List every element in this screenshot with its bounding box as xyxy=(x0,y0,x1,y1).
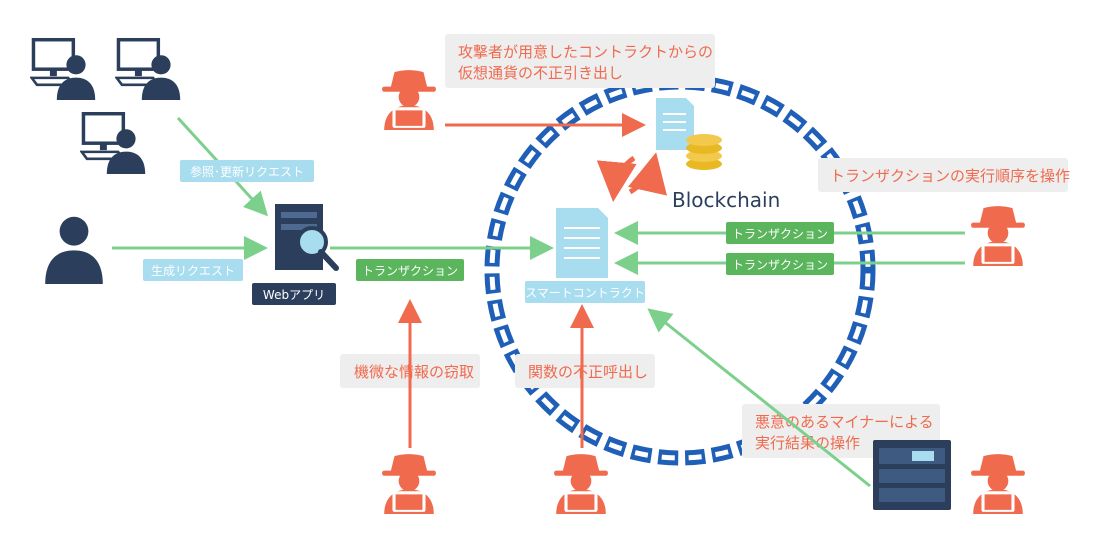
transaction-main-label-bg xyxy=(356,259,464,281)
ref-update-label: 参照･更新リクエスト xyxy=(190,164,304,179)
transaction-right-label-1-bg xyxy=(726,222,834,244)
smart-contract-label-bg xyxy=(525,281,645,303)
miner-arrow xyxy=(647,308,871,488)
miner-server-icon xyxy=(873,440,951,510)
web-app-label-bg xyxy=(252,283,336,305)
web-app-label: Webアプリ xyxy=(263,288,325,302)
create-request-label: 生成リクエスト xyxy=(151,264,235,278)
smart-contract-doc-icon xyxy=(556,208,608,278)
create-request-label-bg xyxy=(143,259,243,281)
callout-reorder: トランザクションの実行順序を操作 xyxy=(830,167,1070,185)
ref-update-label-bg xyxy=(180,160,314,182)
smart-contract-label: スマートコントラクト xyxy=(525,286,645,300)
swap-arrow-icon xyxy=(627,152,668,196)
blockchain-chain-ring xyxy=(484,74,876,466)
callout-illegal-call-bg xyxy=(515,354,655,388)
callout-theft-line2: 仮想通貨の不正引き出し xyxy=(458,64,623,82)
attacker-icon-theft xyxy=(382,70,436,130)
transaction-right-label-1: トランザクション xyxy=(732,227,828,241)
callout-theft-line1: 攻撃者が用意したコントラクトからの xyxy=(458,43,713,61)
blockchain-label: Blockchain xyxy=(672,188,780,212)
attacker-contract-doc-icon xyxy=(656,98,694,150)
callout-theft-bg xyxy=(445,34,715,88)
transaction-right-label-2: トランザクション xyxy=(732,258,828,272)
callout-reorder-bg xyxy=(818,158,1068,192)
callout-miner-line2: 実行結果の操作 xyxy=(755,434,860,452)
swap-arrow-icon xyxy=(596,155,637,202)
callout-miner-line1: 悪意のあるマイナーによる xyxy=(755,413,934,431)
attacker-icon-info-theft xyxy=(382,454,436,514)
magnifier-icon xyxy=(296,226,339,271)
callout-illegal-call: 関数の不正呼出し xyxy=(528,363,648,381)
attacker-icon-miner xyxy=(971,454,1025,514)
creator-person-icon xyxy=(45,216,103,284)
attacker-icon-reorder xyxy=(971,206,1025,266)
attacker-icon-illegal-call xyxy=(554,454,608,514)
callout-info-theft: 機微な情報の窃取 xyxy=(354,363,474,381)
coins-icon xyxy=(686,134,722,170)
transaction-right-label-2-bg xyxy=(726,253,834,275)
transaction-main-label: トランザクション xyxy=(362,264,458,278)
